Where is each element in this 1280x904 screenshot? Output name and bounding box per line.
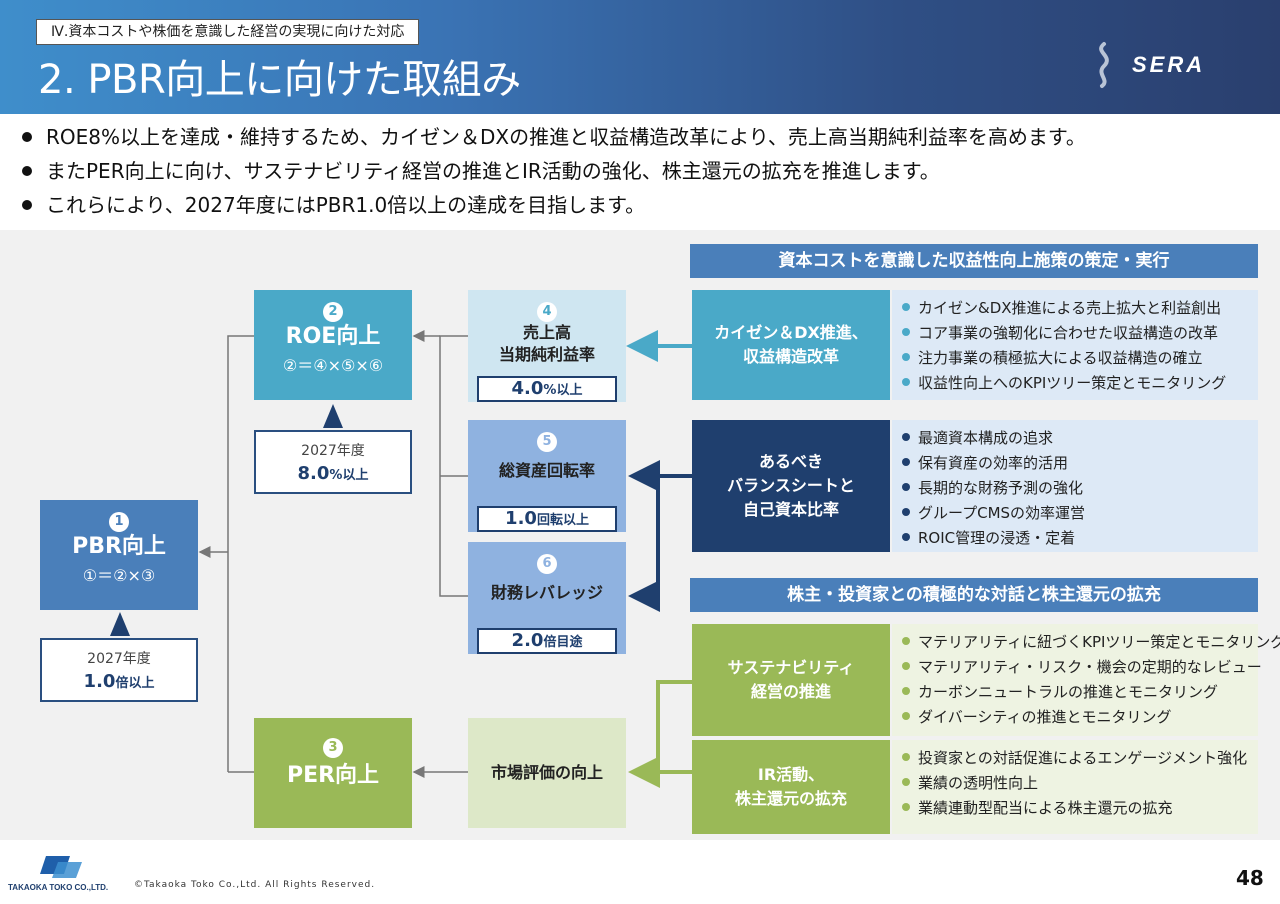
page-title: 2. PBR向上に向けた取組み — [38, 57, 521, 103]
bullet-dot — [22, 131, 32, 142]
connector-lines — [110, 330, 692, 788]
section2-header: 株主・投資家との積極的な対話と株主還元の拡充 — [690, 578, 1258, 612]
bullet-dot — [22, 165, 32, 176]
target-year: 2027年度 — [87, 651, 151, 667]
section1-header: 資本コストを意識した収益性向上施策の策定・実行 — [690, 244, 1258, 278]
list-item: 業績連動型配当による株主還元の拡充 — [902, 796, 1258, 821]
kaizen-list: カイゼン&DX推進による売上拡大と利益創出 コア事業の強靭化に合わせた収益構造の… — [892, 290, 1258, 400]
margin-title-2: 当期純利益率 — [498, 345, 595, 364]
pbr-title: PBR向上 — [72, 534, 166, 559]
list-item: マテリアリティ・リスク・機会の定期的なレビュー — [902, 655, 1262, 680]
summary-bullets: ROE8%以上を達成・維持するため、カイゼン＆DXの推進と収益構造改革により、売… — [0, 114, 1280, 230]
list-item: ダイバーシティの推進とモニタリング — [902, 705, 1258, 730]
list-item: 長期的な財務予測の強化 — [902, 476, 1258, 501]
node-number: 3 — [323, 738, 343, 758]
market-title: 市場評価の向上 — [490, 763, 603, 782]
bullet-3: これらにより、2027年度にはPBR1.0倍以上の達成を目指します。 — [22, 190, 645, 220]
margin-title-1: 売上高 — [522, 323, 571, 342]
node-number: 2 — [323, 302, 343, 322]
leverage-target: 2.0倍目途 — [477, 628, 617, 654]
list-item: 注力事業の積極拡大による収益構造の確立 — [902, 346, 1258, 371]
ir-list: 投資家との対話促進によるエンゲージメント強化 業績の透明性向上 業績連動型配当に… — [892, 740, 1258, 834]
target-year: 2027年度 — [301, 443, 365, 459]
list-item: グループCMSの効率運営 — [902, 501, 1258, 526]
per-node: 3 PER向上 — [254, 718, 412, 828]
list-item: 最適資本構成の追求 — [902, 426, 1258, 451]
leverage-title: 財務レバレッジ — [490, 583, 603, 602]
node-number: 5 — [537, 432, 557, 452]
category-label: IR活動、 — [757, 765, 825, 784]
company-name: TAKAOKA TOKO CO.,LTD. — [8, 883, 108, 892]
page-number: 48 — [1236, 866, 1264, 890]
category-label: 経営の推進 — [750, 682, 831, 701]
roe-target: 2027年度 8.0%以上 — [254, 430, 412, 494]
pbr-target: 2027年度 1.0倍以上 — [40, 638, 198, 702]
roe-title: ROE向上 — [285, 324, 381, 349]
category-kaizen: カイゼン＆DX推進、 収益構造改革 — [692, 290, 890, 400]
company-logo: TAKAOKA TOKO CO.,LTD. — [8, 856, 108, 892]
list-item: 投資家との対話促進によるエンゲージメント強化 — [902, 746, 1258, 771]
category-label: 収益構造改革 — [742, 347, 839, 366]
turnover-title: 総資産回転率 — [498, 461, 595, 480]
node-number: 6 — [537, 554, 557, 574]
market-node: 市場評価の向上 — [468, 718, 626, 828]
category-label: バランスシートと — [727, 476, 855, 495]
copyright: ©Takaoka Toko Co.,Ltd. All Rights Reserv… — [134, 880, 376, 890]
list-item: コア事業の強靭化に合わせた収益構造の改革 — [902, 321, 1258, 346]
category-label: サステナビリティ — [727, 658, 855, 677]
list-item: 保有資産の効率的活用 — [902, 451, 1258, 476]
target-value: 8.0%以上 — [297, 463, 369, 484]
list-item: 収益性向上へのKPIツリー策定とモニタリング — [902, 371, 1258, 396]
sera-logo: SERA — [1099, 42, 1205, 88]
node-number: 4 — [537, 302, 557, 322]
category-label: 自己資本比率 — [742, 500, 839, 519]
list-item: 業績の透明性向上 — [902, 771, 1258, 796]
node-number: 1 — [109, 512, 129, 532]
list-item: ROIC管理の浸透・定着 — [902, 526, 1258, 551]
category-balance-sheet: あるべき バランスシートと 自己資本比率 — [692, 420, 890, 552]
pbr-node: 1 PBR向上 ①＝②×③ — [40, 500, 198, 610]
balance-sheet-list: 最適資本構成の追求 保有資産の効率的活用 長期的な財務予測の強化 グループCMS… — [892, 420, 1258, 552]
header-banner: Ⅳ.資本コストや株価を意識した経営の実現に向けた対応 2. PBR向上に向けた取… — [0, 0, 1280, 114]
margin-target: 4.0%以上 — [477, 376, 617, 402]
pbr-diagram: 1 PBR向上 ①＝②×③ 2027年度 1.0倍以上 2 ROE向上 ②＝④×… — [0, 230, 1280, 840]
roe-formula: ②＝④×⑤×⑥ — [282, 356, 384, 375]
bullet-text: これらにより、2027年度にはPBR1.0倍以上の達成を目指します。 — [46, 193, 646, 217]
bullet-text: またPER向上に向け、サステナビリティ経営の推進とIR活動の強化、株主還元の拡充… — [46, 159, 940, 183]
roe-node: 2 ROE向上 ②＝④×⑤×⑥ — [254, 290, 412, 400]
list-item: カーボンニュートラルの推進とモニタリング — [902, 680, 1258, 705]
category-ir: IR活動、 株主還元の拡充 — [692, 740, 890, 834]
target-value: 1.0倍以上 — [83, 671, 155, 692]
category-label: カイゼン＆DX推進、 — [714, 323, 868, 342]
bullet-dot — [22, 199, 32, 210]
list-item: カイゼン&DX推進による売上拡大と利益創出 — [902, 296, 1258, 321]
sustainability-list: マテリアリティに紐づくKPIツリー策定とモニタリング マテリアリティ・リスク・機… — [892, 624, 1280, 736]
per-title: PER向上 — [286, 763, 380, 788]
category-label: 株主還元の拡充 — [734, 789, 847, 808]
logo-text: SERA — [1132, 52, 1205, 77]
bullet-2: またPER向上に向け、サステナビリティ経営の推進とIR活動の強化、株主還元の拡充… — [22, 156, 940, 186]
bullet-text: ROE8%以上を達成・維持するため、カイゼン＆DXの推進と収益構造改革により、売… — [46, 125, 1086, 149]
list-item: マテリアリティに紐づくKPIツリー策定とモニタリング — [902, 630, 1280, 655]
category-label: あるべき — [758, 452, 823, 471]
bullet-1: ROE8%以上を達成・維持するため、カイゼン＆DXの推進と収益構造改革により、売… — [22, 122, 1086, 152]
turnover-target: 1.0回転以上 — [477, 506, 617, 532]
section-tag: Ⅳ.資本コストや株価を意識した経営の実現に向けた対応 — [36, 19, 420, 45]
pbr-formula: ①＝②×③ — [82, 566, 156, 585]
category-sustainability: サステナビリティ 経営の推進 — [692, 624, 890, 736]
